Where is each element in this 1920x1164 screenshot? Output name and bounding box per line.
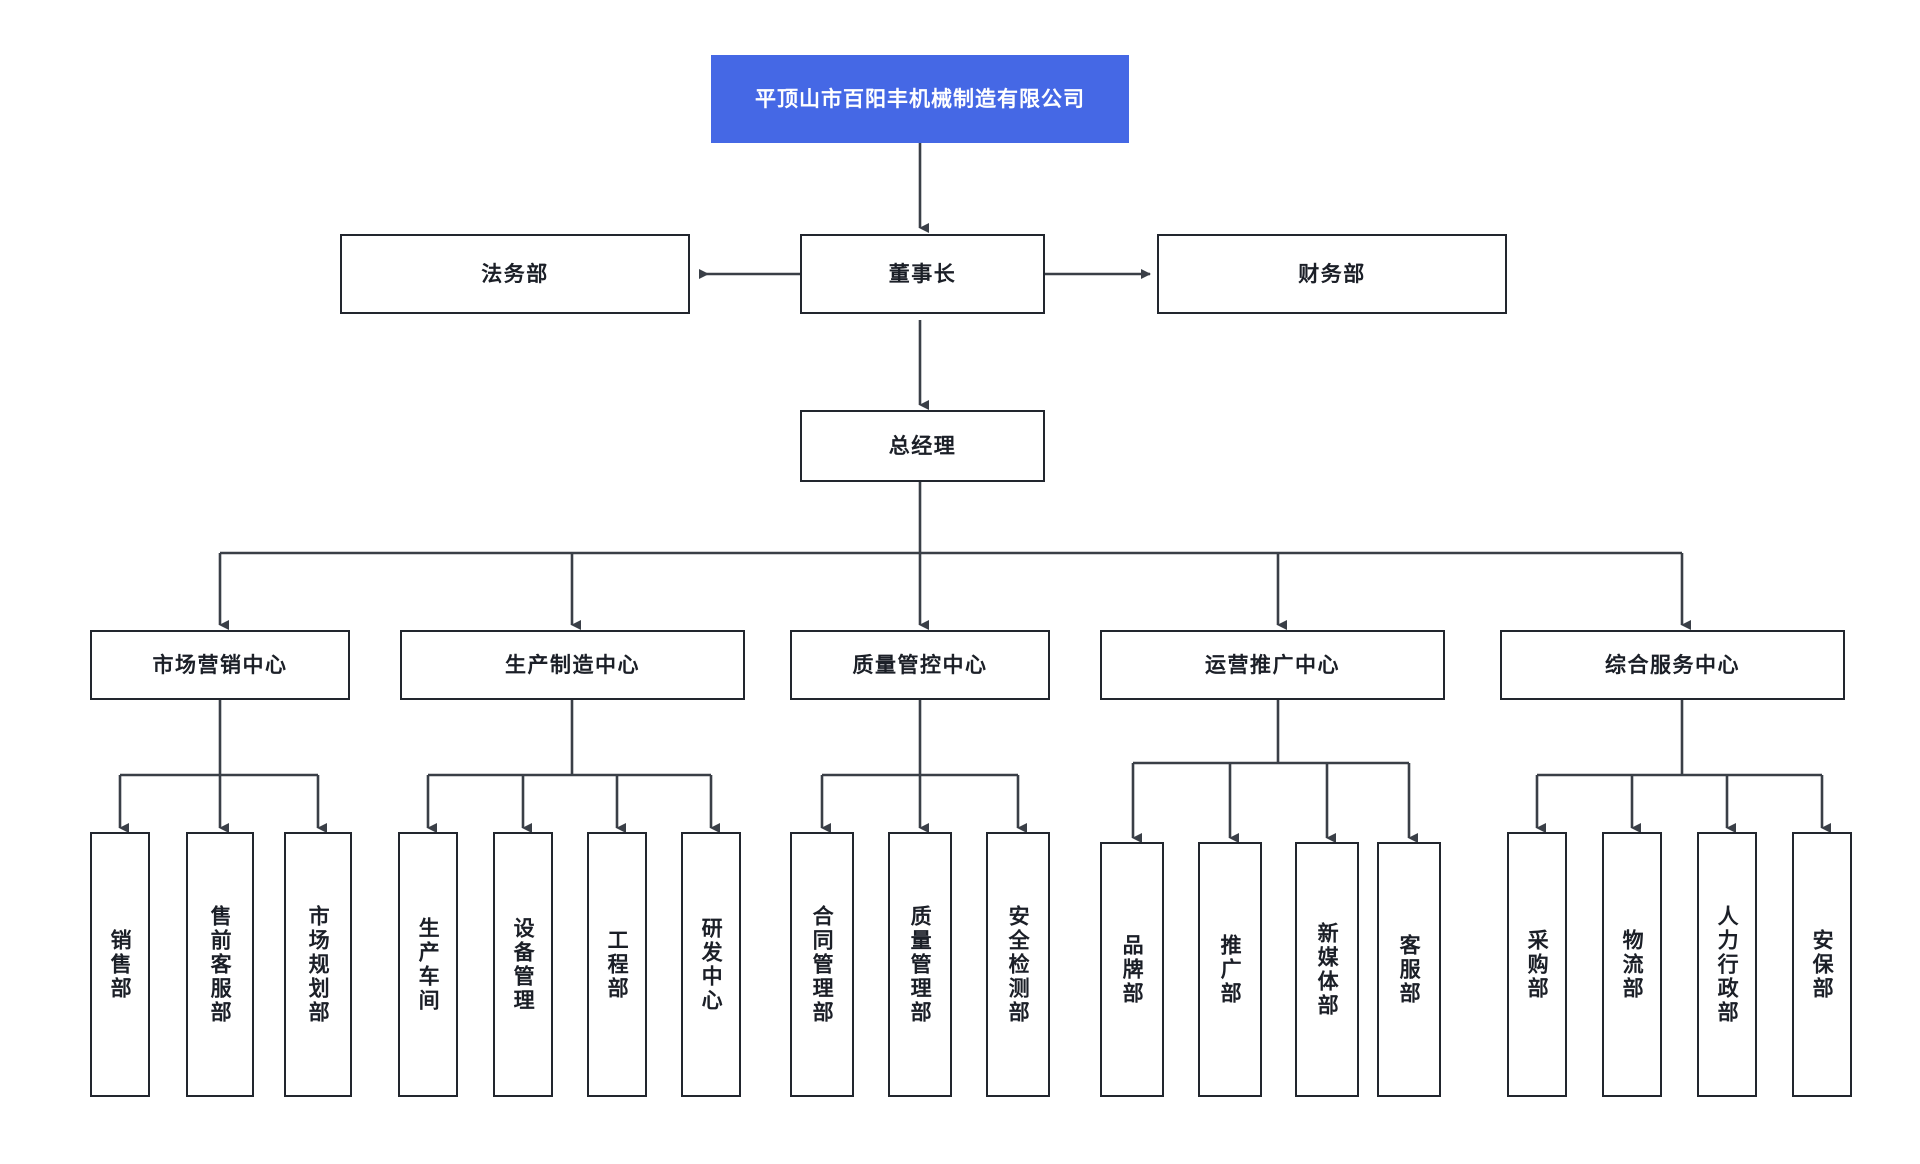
node-dept-equipment-management[interactable]: 设备管理 [493,832,553,1097]
node-dept-production-workshop-label: 生产车间 [416,916,441,1013]
node-dept-hr-administration[interactable]: 人力行政部 [1697,832,1757,1097]
node-dept-quality-management-label: 质量管理部 [908,904,933,1025]
node-dept-brand-label: 品牌部 [1120,933,1145,1006]
node-dept-presales-service[interactable]: 售前客服部 [186,832,254,1097]
node-center-operations[interactable]: 运营推广中心 [1100,630,1445,700]
node-dept-production-workshop[interactable]: 生产车间 [398,832,458,1097]
node-chairman-label: 董事长 [888,261,957,286]
node-center-marketing-label: 市场营销中心 [152,652,288,677]
node-legal-department-label: 法务部 [481,261,549,286]
node-general-manager[interactable]: 总经理 [800,410,1045,482]
node-dept-new-media[interactable]: 新媒体部 [1295,842,1359,1097]
node-company-label: 平顶山市百阳丰机械制造有限公司 [755,86,1085,111]
node-dept-sales[interactable]: 销售部 [90,832,150,1097]
node-dept-rnd-center-label: 研发中心 [699,916,724,1013]
node-center-general-services[interactable]: 综合服务中心 [1500,630,1845,700]
node-company[interactable]: 平顶山市百阳丰机械制造有限公司 [711,55,1129,143]
node-general-manager-label: 总经理 [888,433,957,458]
node-dept-equipment-management-label: 设备管理 [511,916,536,1013]
node-dept-promotion[interactable]: 推广部 [1198,842,1262,1097]
node-dept-hr-administration-label: 人力行政部 [1715,904,1740,1025]
node-dept-new-media-label: 新媒体部 [1315,921,1340,1018]
node-dept-contract-management[interactable]: 合同管理部 [790,832,854,1097]
node-dept-presales-service-label: 售前客服部 [208,904,233,1025]
node-dept-security-label: 安保部 [1810,928,1835,1001]
node-legal-department[interactable]: 法务部 [340,234,690,314]
node-center-marketing[interactable]: 市场营销中心 [90,630,350,700]
node-dept-procurement-label: 采购部 [1525,928,1550,1001]
node-dept-customer-service[interactable]: 客服部 [1377,842,1441,1097]
node-center-manufacturing-label: 生产制造中心 [505,652,640,677]
node-dept-security[interactable]: 安保部 [1792,832,1852,1097]
node-center-manufacturing[interactable]: 生产制造中心 [400,630,745,700]
node-center-quality[interactable]: 质量管控中心 [790,630,1050,700]
node-dept-quality-management[interactable]: 质量管理部 [888,832,952,1097]
node-chairman[interactable]: 董事长 [800,234,1045,314]
node-dept-market-planning-label: 市场规划部 [306,904,331,1025]
node-dept-rnd-center[interactable]: 研发中心 [681,832,741,1097]
node-dept-logistics-label: 物流部 [1620,928,1645,1001]
node-dept-procurement[interactable]: 采购部 [1507,832,1567,1097]
node-dept-promotion-label: 推广部 [1218,933,1243,1006]
node-center-operations-label: 运营推广中心 [1205,652,1340,677]
node-dept-safety-inspection[interactable]: 安全检测部 [986,832,1050,1097]
node-dept-engineering-label: 工程部 [605,928,630,1001]
node-finance-department[interactable]: 财务部 [1157,234,1507,314]
node-finance-department-label: 财务部 [1298,261,1366,286]
node-center-general-services-label: 综合服务中心 [1605,652,1740,677]
node-dept-sales-label: 销售部 [108,928,133,1001]
node-dept-logistics[interactable]: 物流部 [1602,832,1662,1097]
node-dept-market-planning[interactable]: 市场规划部 [284,832,352,1097]
node-dept-engineering[interactable]: 工程部 [587,832,647,1097]
node-center-quality-label: 质量管控中心 [852,652,988,677]
node-dept-contract-management-label: 合同管理部 [810,904,835,1025]
node-dept-customer-service-label: 客服部 [1397,933,1422,1006]
node-dept-safety-inspection-label: 安全检测部 [1006,904,1031,1025]
node-dept-brand[interactable]: 品牌部 [1100,842,1164,1097]
